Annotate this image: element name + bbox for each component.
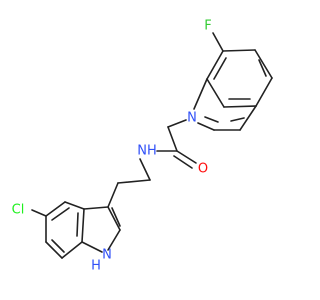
bond [64, 201, 85, 210]
bond [222, 49, 256, 52]
ch2-indole-bond [107, 182, 119, 208]
nh-ch2-bond [139, 158, 151, 181]
chloroindole-pyrrole-ring [81, 206, 121, 253]
bond [107, 206, 121, 231]
amide-nitrogen-label: NH [137, 144, 157, 159]
bond [223, 105, 257, 108]
bond [111, 207, 121, 227]
bond [206, 78, 225, 108]
bond [206, 50, 224, 80]
indole-nitrogen-label: N [187, 111, 197, 126]
fluoroindole-benzene-ring [206, 49, 273, 108]
bond [51, 207, 70, 221]
bond [76, 212, 79, 237]
bond [254, 49, 273, 79]
indole-nh-hydrogen-label: H [91, 259, 101, 274]
c-cl-bond [31, 209, 47, 217]
indole-nh-nitrogen-label: N [102, 248, 112, 263]
bond [258, 59, 267, 77]
c-f-bond [212, 32, 224, 52]
oxygen-atom-label: O [198, 162, 208, 177]
bond [230, 117, 245, 122]
bond [193, 78, 208, 110]
bond [239, 105, 257, 131]
molecule-diagram: F N O NH [12, 19, 273, 274]
bond [81, 208, 85, 243]
bond [81, 241, 103, 253]
bond [61, 241, 83, 259]
carbonyl-double-bond [176, 150, 197, 164]
fluoroindole-pyrrole-ring [193, 78, 257, 131]
chlorine-atom-label: Cl [12, 203, 25, 218]
bond [45, 201, 66, 217]
bond [51, 239, 65, 253]
n-ch2-bond [167, 119, 187, 128]
chloroindole-benzene-ring [45, 201, 85, 259]
carbonyl-double-bond [173, 155, 193, 169]
fluorine-atom-label: F [204, 19, 211, 34]
bond [83, 206, 109, 210]
bond [197, 122, 215, 131]
bond [255, 77, 273, 107]
ch2-carbonyl-bond [167, 126, 178, 152]
bond [107, 229, 121, 251]
bond [213, 57, 227, 80]
structure-canvas: F N O NH [12, 19, 273, 274]
bond [204, 116, 219, 123]
ethyl-chain-bond [117, 179, 151, 184]
bond [45, 241, 63, 259]
